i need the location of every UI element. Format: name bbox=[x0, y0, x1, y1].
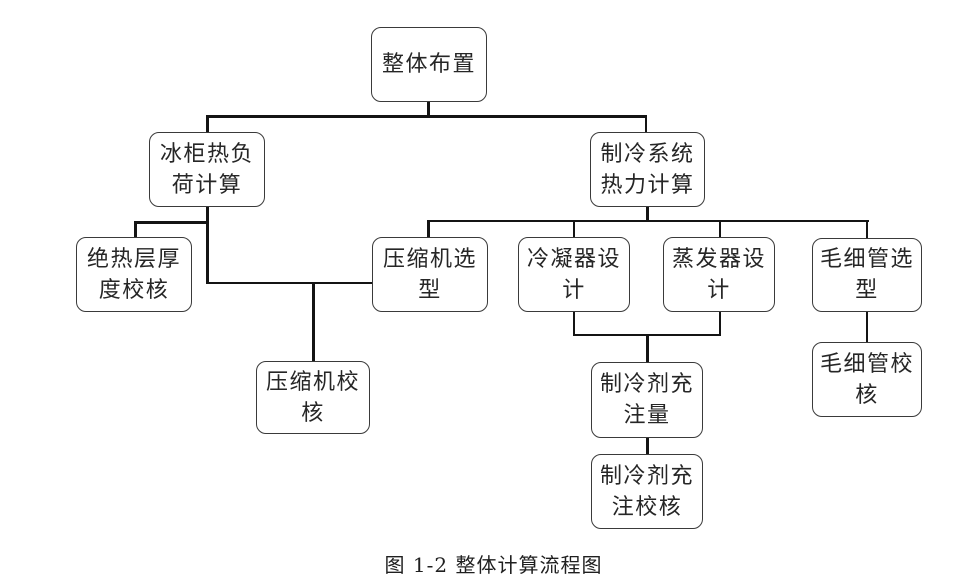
connector-condenser-drop bbox=[572, 219, 575, 238]
connector-freezer-to-compsel bbox=[206, 281, 373, 284]
connector-overall-stem bbox=[427, 101, 430, 117]
connector-capillary-check-drop bbox=[865, 311, 868, 343]
node-evaporator-design: 蒸发器设 计 bbox=[663, 237, 775, 312]
connector-condenser-stem bbox=[572, 311, 575, 336]
node-refrigeration-system: 制冷系统 热力计算 bbox=[590, 132, 705, 207]
node-refrigerant-charge-check: 制冷剂充 注校核 bbox=[591, 454, 703, 529]
connector-charge-check-drop bbox=[646, 437, 649, 455]
node-refrigerant-charge: 制冷剂充 注量 bbox=[591, 362, 703, 438]
connector-refrig-drop bbox=[644, 115, 647, 133]
connector-charge-drop bbox=[646, 333, 649, 363]
connector-insulation-rail bbox=[134, 221, 208, 224]
connector-freezer-drop bbox=[206, 115, 209, 133]
connector-compcheck-drop bbox=[312, 282, 315, 362]
node-freezer-heat-load: 冰柜热负 荷计算 bbox=[149, 132, 265, 207]
connector-refrig-stem bbox=[646, 206, 649, 221]
node-capillary-selection: 毛细管选 型 bbox=[812, 238, 922, 312]
connector-evaporator-drop bbox=[718, 219, 721, 238]
node-compressor-selection: 压缩机选 型 bbox=[372, 237, 488, 312]
node-condenser-design: 冷凝器设 计 bbox=[518, 237, 630, 312]
node-overall-layout: 整体布置 bbox=[371, 27, 487, 102]
connector-insulation-drop bbox=[134, 221, 137, 238]
connector-level3-rail bbox=[427, 219, 869, 222]
connector-capillary-drop bbox=[865, 219, 868, 239]
figure-caption: 图 1-2 整体计算流程图 bbox=[384, 553, 603, 577]
connector-compsel-drop bbox=[427, 219, 430, 238]
node-capillary-check: 毛细管校 核 bbox=[812, 342, 922, 417]
connector-evaporator-stem bbox=[718, 311, 721, 336]
node-insulation-thickness: 绝热层厚 度校核 bbox=[76, 237, 192, 312]
node-compressor-check: 压缩机校 核 bbox=[256, 361, 370, 434]
connector-freezer-stem bbox=[206, 206, 209, 284]
connector-level2-rail bbox=[206, 115, 647, 118]
